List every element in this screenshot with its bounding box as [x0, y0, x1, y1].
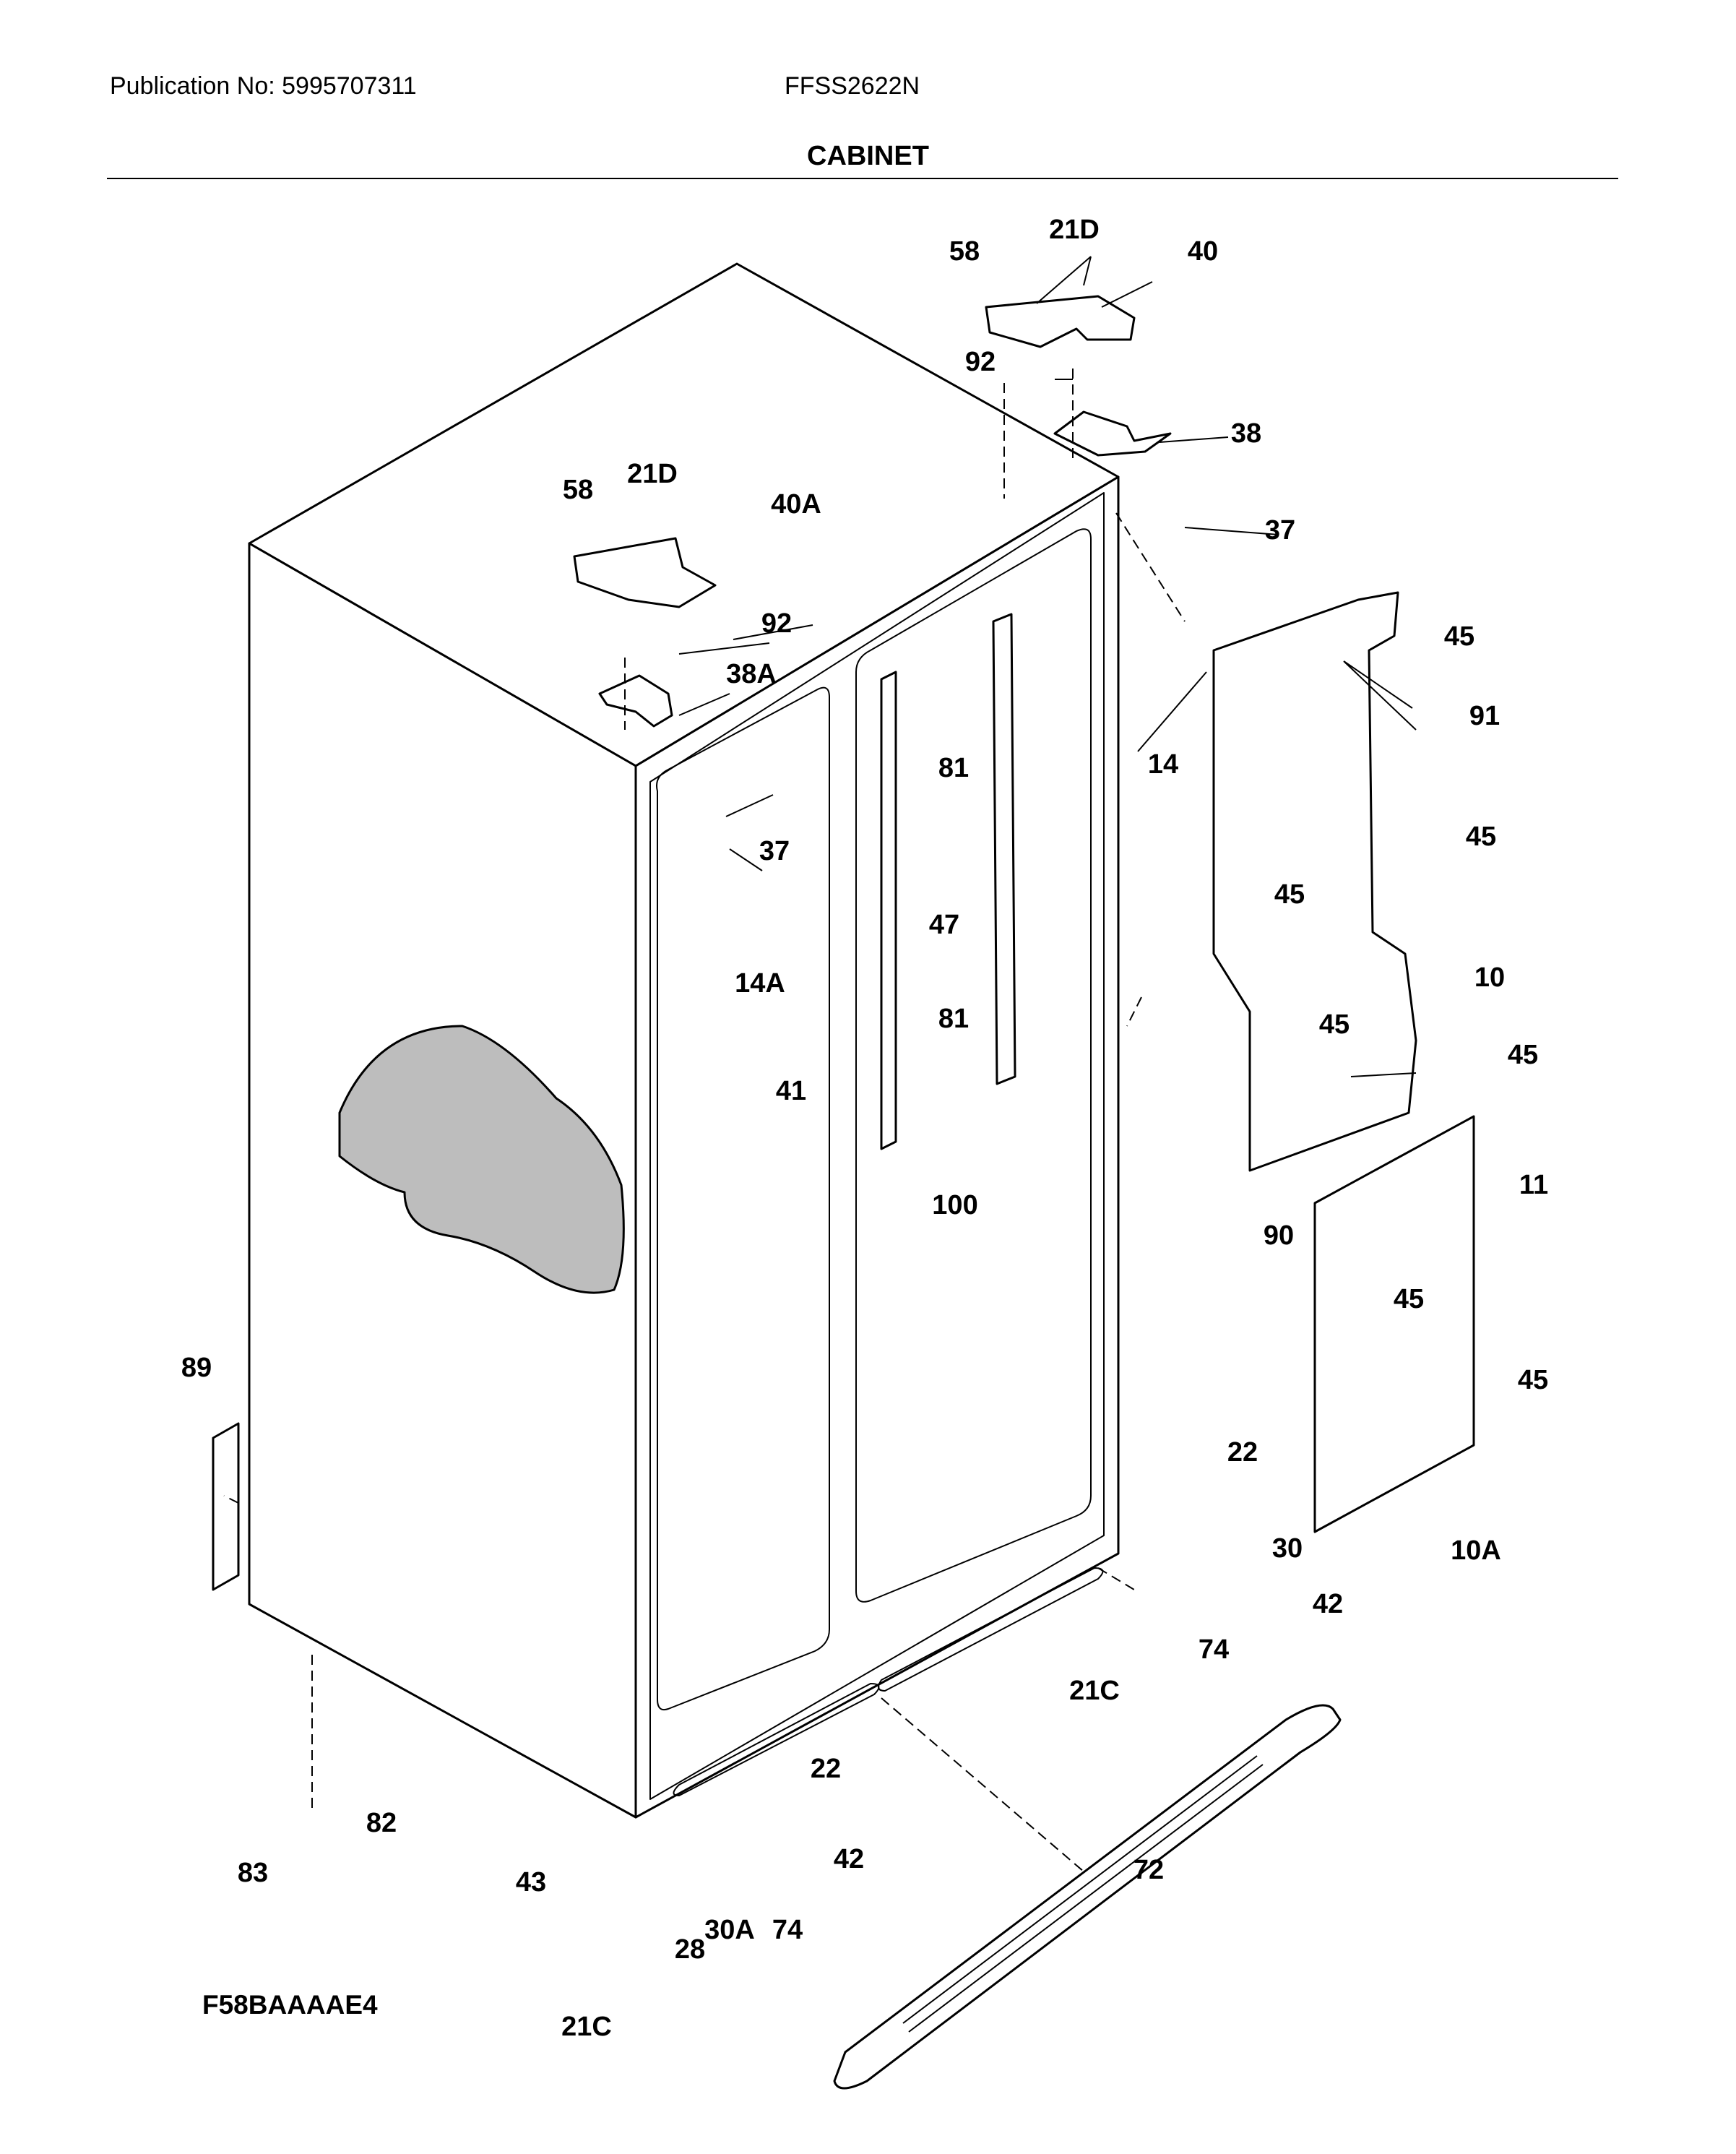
- header-rule: [107, 178, 1618, 179]
- access-cover-10a: [1313, 1115, 1475, 1533]
- grille-vents: [902, 1755, 1264, 2033]
- callout-40: 40: [1188, 236, 1218, 267]
- callout-45-c: 45: [1274, 879, 1305, 910]
- callout-22-left: 22: [811, 1754, 841, 1784]
- callout-41: 41: [776, 1076, 806, 1106]
- callout-74-right: 74: [1199, 1634, 1229, 1665]
- callout-21d-left: 21D: [627, 459, 678, 489]
- rear-panel-10: [1212, 591, 1417, 1172]
- callout-100: 100: [932, 1190, 977, 1220]
- callout-81-top: 81: [938, 753, 969, 783]
- callout-11: 11: [1519, 1170, 1548, 1200]
- publication-number: Publication No: 5995707311: [110, 72, 417, 100]
- dash-lines: [223, 369, 1186, 1872]
- insulation-cutaway: [338, 1025, 625, 1294]
- callout-38: 38: [1231, 418, 1261, 449]
- callout-92-left: 92: [761, 608, 792, 639]
- callout-10: 10: [1474, 962, 1505, 993]
- section-title: CABINET: [807, 141, 929, 171]
- freezer-liner: [656, 686, 830, 1711]
- callout-83: 83: [238, 1858, 268, 1888]
- callout-40a: 40A: [771, 489, 821, 520]
- callout-45-g: 45: [1518, 1365, 1548, 1395]
- callout-21c-left: 21C: [561, 2012, 612, 2042]
- callout-14a: 14A: [735, 968, 785, 999]
- callout-45-f: 45: [1394, 1284, 1424, 1314]
- callout-81-bottom: 81: [938, 1004, 969, 1034]
- callout-42-right: 42: [1313, 1589, 1343, 1619]
- rail-47-left: [880, 671, 897, 1150]
- callout-45-a: 45: [1444, 621, 1474, 652]
- callout-14: 14: [1148, 749, 1178, 780]
- callout-30: 30: [1272, 1533, 1303, 1564]
- callout-22-right: 22: [1227, 1437, 1258, 1468]
- callout-43: 43: [516, 1867, 546, 1897]
- callout-45-d: 45: [1319, 1009, 1349, 1040]
- callout-28: 28: [675, 1934, 705, 1965]
- callout-72: 72: [1133, 1855, 1164, 1885]
- callout-58-right: 58: [949, 236, 980, 267]
- callout-10a: 10A: [1451, 1535, 1501, 1566]
- hinge-cover-40: [985, 295, 1136, 348]
- callout-42-left: 42: [834, 1844, 864, 1874]
- bracket-89: [212, 1422, 240, 1591]
- hinge-38a: [598, 674, 673, 728]
- callout-21c-right: 21C: [1069, 1676, 1120, 1706]
- callout-38a: 38A: [726, 659, 777, 689]
- callout-37-left: 37: [759, 836, 790, 866]
- hinge-cover-40a: [573, 537, 717, 608]
- callout-58-left: 58: [563, 475, 593, 505]
- callout-37-top: 37: [1265, 515, 1295, 546]
- callout-47: 47: [929, 910, 959, 940]
- callout-45-e: 45: [1508, 1040, 1538, 1070]
- callout-21d-right: 21D: [1049, 215, 1100, 245]
- callout-45-b: 45: [1466, 822, 1496, 852]
- leader-lines: [678, 256, 1417, 1077]
- callout-74-left: 74: [772, 1915, 803, 1945]
- rail-47-right: [992, 613, 1016, 1085]
- bottom-grille-opening-left: [673, 1683, 880, 1796]
- model-number: FFSS2622N: [785, 72, 920, 100]
- hinge-38: [1053, 410, 1172, 457]
- diagram-code: F58BAAAAE4: [202, 1990, 378, 2020]
- cabinet-front: [634, 475, 1120, 1819]
- callout-89: 89: [181, 1353, 212, 1383]
- freshfood-liner: [855, 528, 1092, 1603]
- callout-91: 91: [1469, 701, 1500, 731]
- callout-30a: 30A: [704, 1915, 755, 1945]
- callout-90: 90: [1264, 1220, 1294, 1251]
- callout-82: 82: [366, 1808, 397, 1838]
- cabinet-front-inner: [649, 492, 1105, 1800]
- callout-92-right: 92: [965, 347, 996, 377]
